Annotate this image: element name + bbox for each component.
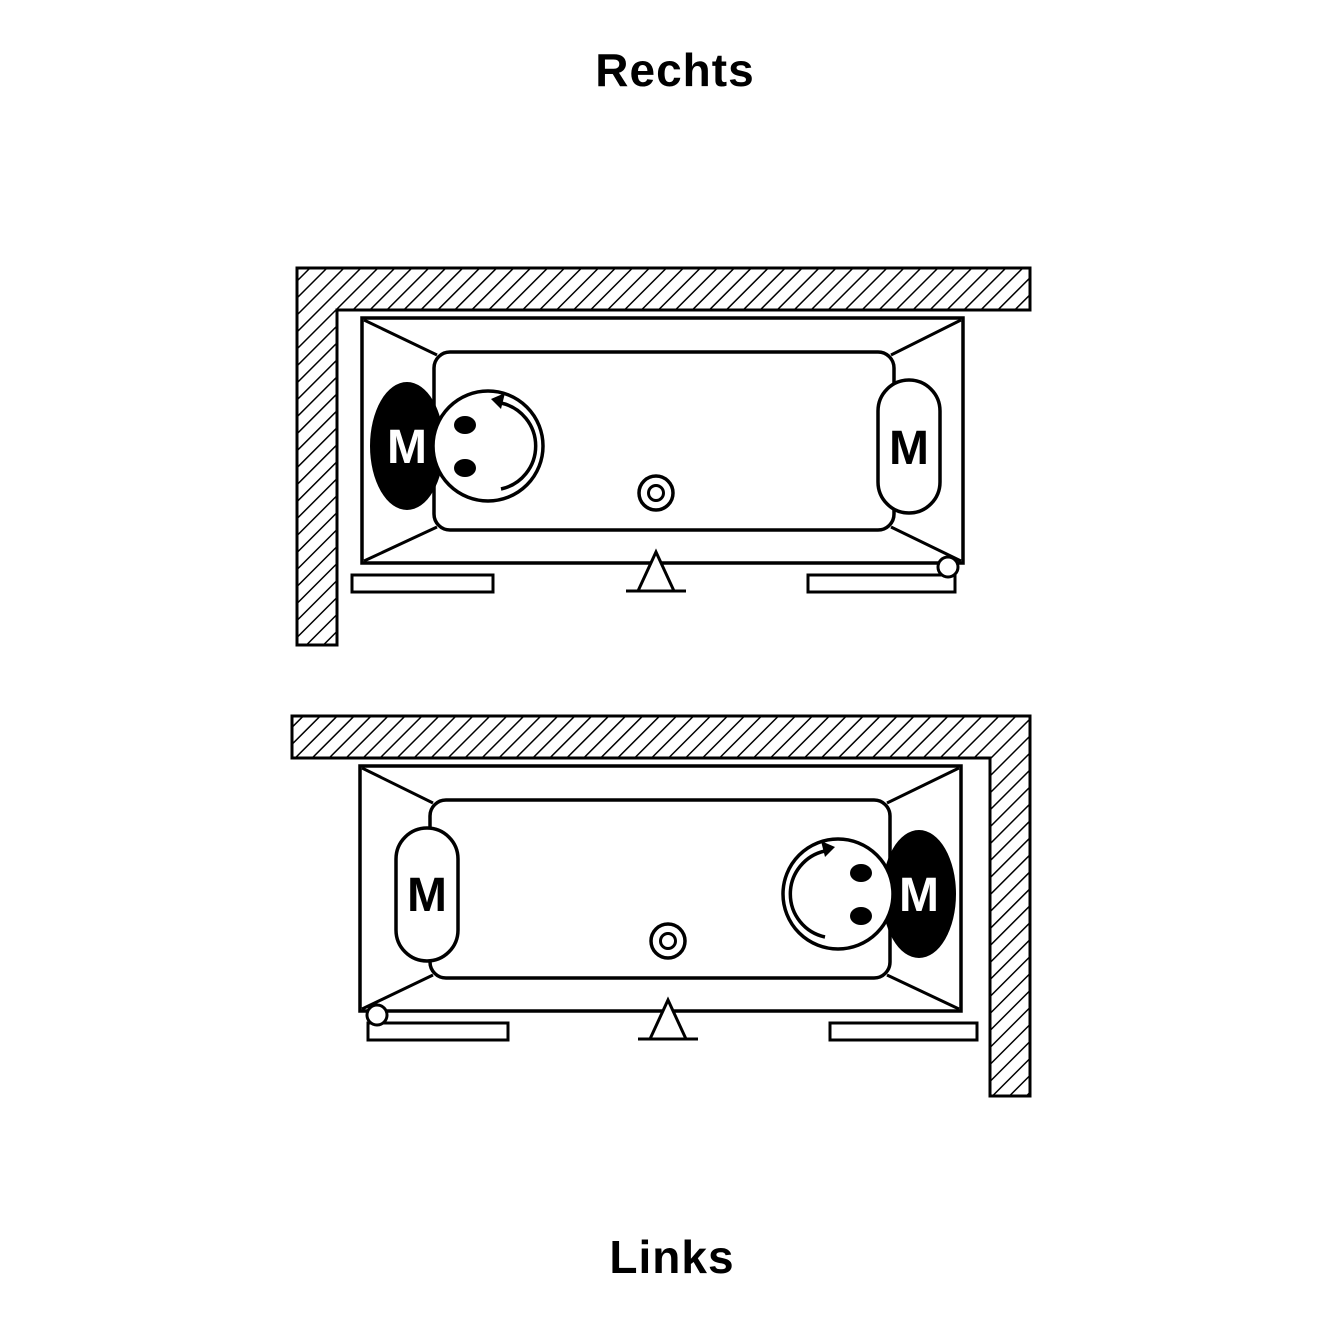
basin-corner-line — [890, 318, 962, 357]
eye-icon — [454, 416, 476, 434]
diagram-rechts: M M — [295, 266, 1032, 647]
head-outline — [781, 837, 895, 951]
bather-head-icon — [431, 389, 545, 503]
diagram-title-rechts: Rechts — [595, 44, 754, 96]
head-outline — [431, 389, 545, 503]
rotation-arrow-icon — [788, 849, 826, 939]
wall-right-corner — [290, 714, 1032, 1098]
door-rail-right — [806, 573, 957, 594]
motor-label: M — [387, 421, 427, 474]
wall-left-corner — [295, 266, 1032, 647]
motor-label: M — [407, 869, 447, 922]
rotation-arrow-icon — [500, 401, 538, 491]
motor-position-alternate — [876, 378, 942, 515]
motor-position-active — [370, 382, 444, 510]
overflow-marker-icon — [626, 548, 686, 593]
eye-icon — [454, 459, 476, 477]
basin-corner-line — [361, 973, 434, 1011]
eye-icon — [850, 907, 872, 925]
motor-position-alternate — [394, 826, 460, 963]
drain-inner-ring — [659, 932, 677, 950]
basin-corner-line — [361, 766, 434, 805]
rotation-arrowhead-icon — [491, 393, 505, 409]
overflow-marker-icon — [638, 996, 698, 1041]
motor-position-active — [882, 830, 956, 958]
motor-label: M — [899, 869, 939, 922]
door-rail-right — [828, 1021, 979, 1042]
rotation-arrowhead-icon — [821, 841, 835, 857]
basin-corner-line — [363, 525, 438, 563]
drain-icon — [649, 922, 687, 960]
eye-icon — [850, 864, 872, 882]
basin-corner-line — [890, 525, 962, 563]
door-rail-left — [350, 573, 495, 594]
door-rail-left — [366, 1021, 510, 1042]
motor-label: M — [889, 422, 929, 475]
diagram-links: M M — [290, 714, 1032, 1098]
door-roller-icon — [365, 1003, 389, 1027]
diagram-title-links: Links — [609, 1231, 734, 1283]
drain-inner-ring — [647, 484, 665, 502]
bather-head-icon — [781, 837, 895, 951]
basin-corner-line — [886, 766, 960, 805]
basin-corner-line — [886, 973, 960, 1011]
door-roller-icon — [936, 555, 960, 579]
drain-icon — [637, 474, 675, 512]
basin-corner-line — [363, 318, 438, 357]
